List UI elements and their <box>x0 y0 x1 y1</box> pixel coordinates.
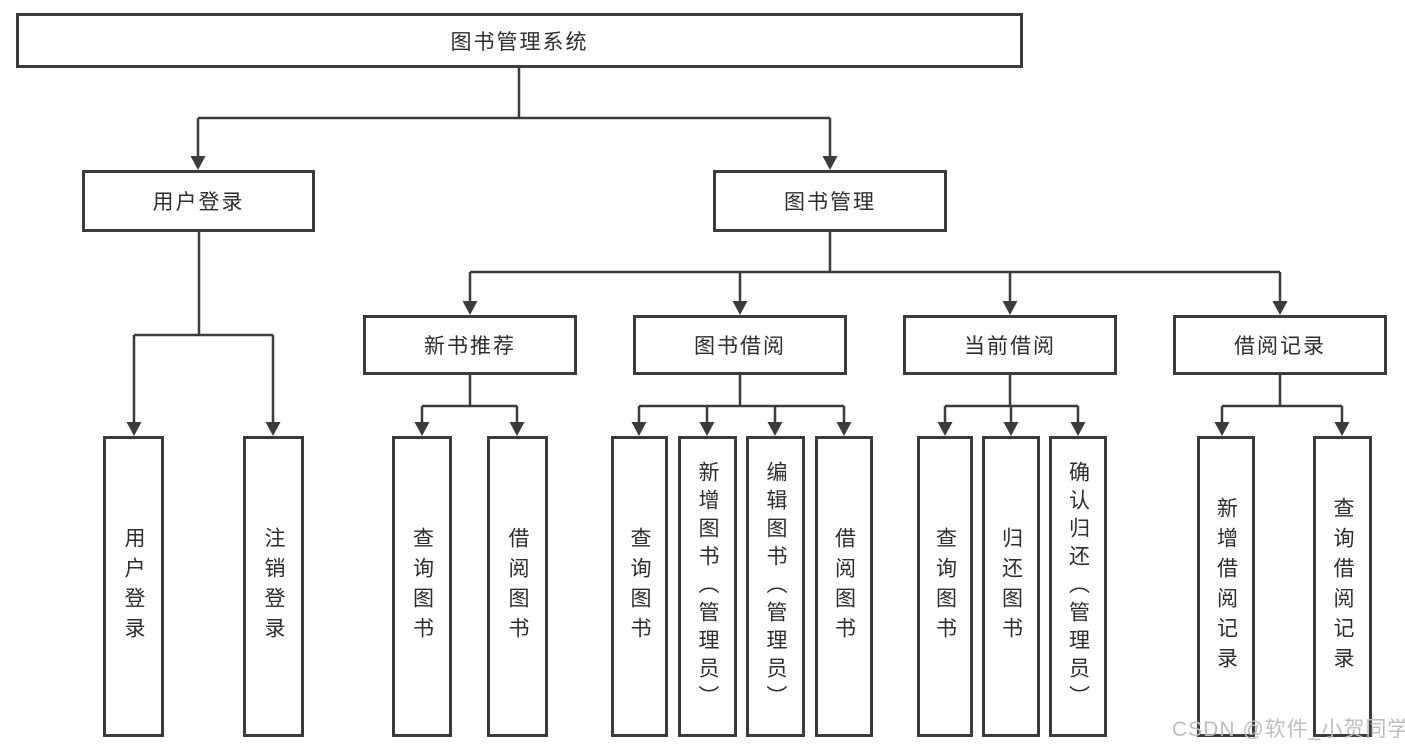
node-book-borrow: 图书借阅 <box>633 315 847 375</box>
leaf-confirm-return-admin: 确认归还（管理员） <box>1049 436 1107 737</box>
leaf-add-borrow-record: 新增借阅记录 <box>1197 436 1255 737</box>
leaf-borrow-book-recommend: 借阅图书 <box>487 436 548 737</box>
node-user-login: 用户登录 <box>82 170 315 232</box>
node-new-book-recommend: 新书推荐 <box>363 315 577 375</box>
leaf-borrow-book: 借阅图书 <box>815 436 873 737</box>
node-book-management: 图书管理 <box>713 170 947 232</box>
leaf-return-book: 归还图书 <box>982 436 1040 737</box>
leaf-query-book-current: 查询图书 <box>917 436 973 737</box>
leaf-query-borrow-record: 查询借阅记录 <box>1313 436 1372 737</box>
leaf-user-login: 用户登录 <box>103 436 164 737</box>
leaf-logout: 注销登录 <box>243 436 304 737</box>
node-current-borrow: 当前借阅 <box>903 315 1117 375</box>
csdn-watermark: CSDN @软件_小贺同学 <box>1172 718 1405 741</box>
leaf-query-book-borrow: 查询图书 <box>611 436 668 737</box>
leaf-edit-book-admin: 编辑图书（管理员） <box>746 436 805 737</box>
leaf-query-book-recommend: 查询图书 <box>392 436 452 737</box>
node-borrow-records: 借阅记录 <box>1173 315 1387 375</box>
node-root: 图书管理系统 <box>16 13 1023 68</box>
leaf-add-book-admin: 新增图书（管理员） <box>678 436 737 737</box>
